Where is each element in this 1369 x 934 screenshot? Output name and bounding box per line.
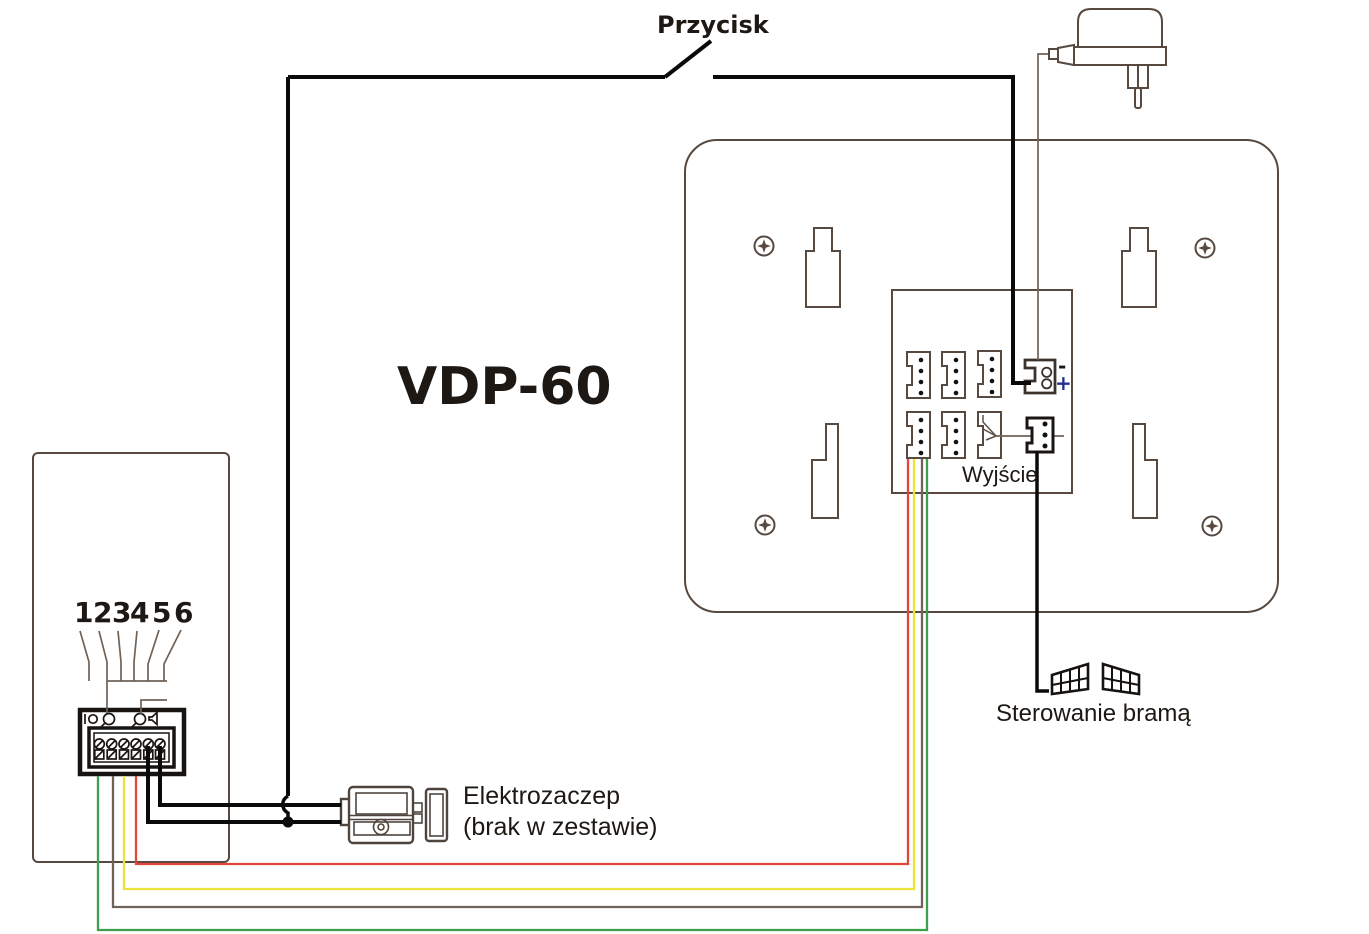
pin-header	[941, 411, 966, 459]
monitor-panel-outline	[684, 139, 1279, 613]
gate-output-wire	[1035, 451, 1049, 693]
gate-control-label: Sterowanie bramą	[996, 700, 1191, 727]
pin-header	[906, 351, 931, 399]
pin-header	[941, 351, 966, 399]
speaker-icon	[148, 710, 158, 727]
green-wire	[96, 459, 929, 932]
button-circuit-wire	[288, 39, 1031, 385]
power-connector	[1023, 358, 1057, 395]
gray-wire	[111, 459, 924, 909]
ac-adapter-icon	[1037, 8, 1167, 360]
power-minus-label: -	[1058, 354, 1066, 378]
terminal-circle-icon	[99, 712, 116, 729]
strike-wire-lower	[146, 746, 341, 824]
phillips-screw-icon	[1194, 237, 1216, 259]
keyhole-slot-icon	[1121, 227, 1157, 308]
power-icon	[84, 713, 99, 725]
strike-note-label: (brak w zestawie)	[463, 813, 658, 841]
keyhole-slot-icon	[1132, 423, 1158, 519]
door-station-terminal-block	[77, 707, 187, 777]
pin-header	[906, 411, 931, 459]
electric-strike-icon	[339, 785, 449, 845]
terminal-fanout-lines	[79, 629, 182, 714]
terminal-number-3: 3	[112, 596, 132, 629]
keyhole-slot-icon	[811, 423, 839, 519]
terminal-number-1: 1	[74, 596, 94, 629]
terminal-number-2: 2	[93, 596, 113, 629]
phillips-screw-icon	[753, 235, 775, 257]
strike-label: Elektrozaczep	[463, 782, 621, 810]
gate-icon	[1050, 662, 1090, 696]
terminal-number-5: 5	[152, 596, 172, 629]
red-wire	[134, 459, 910, 866]
yellow-wire	[122, 459, 916, 891]
door-station-outline	[32, 452, 230, 863]
screw-terminal	[105, 738, 118, 760]
terminal-circle-icon	[130, 712, 147, 729]
monitor-connector-box	[891, 289, 1073, 494]
screw-terminal	[93, 738, 106, 760]
output-label: Wyjście	[962, 462, 1038, 487]
button-label: Przycisk	[657, 11, 769, 39]
pin-header	[977, 350, 1002, 398]
power-plus-label: +	[1055, 371, 1072, 395]
keyhole-slot-icon	[805, 227, 841, 308]
strike-wire-upper	[158, 746, 341, 807]
output-connector	[1025, 416, 1055, 454]
terminal-number-4: 4	[130, 596, 150, 629]
phillips-screw-icon	[754, 514, 776, 536]
terminal-number-6: 6	[174, 596, 194, 629]
screw-terminal	[130, 738, 142, 760]
gate-icon	[1101, 662, 1141, 696]
relay-header-arrow-icon	[977, 411, 1002, 459]
model-label: VDP-60	[397, 357, 612, 417]
adapter-wire	[1037, 53, 1049, 360]
phillips-screw-icon	[1201, 515, 1223, 537]
screw-terminal	[118, 738, 130, 760]
